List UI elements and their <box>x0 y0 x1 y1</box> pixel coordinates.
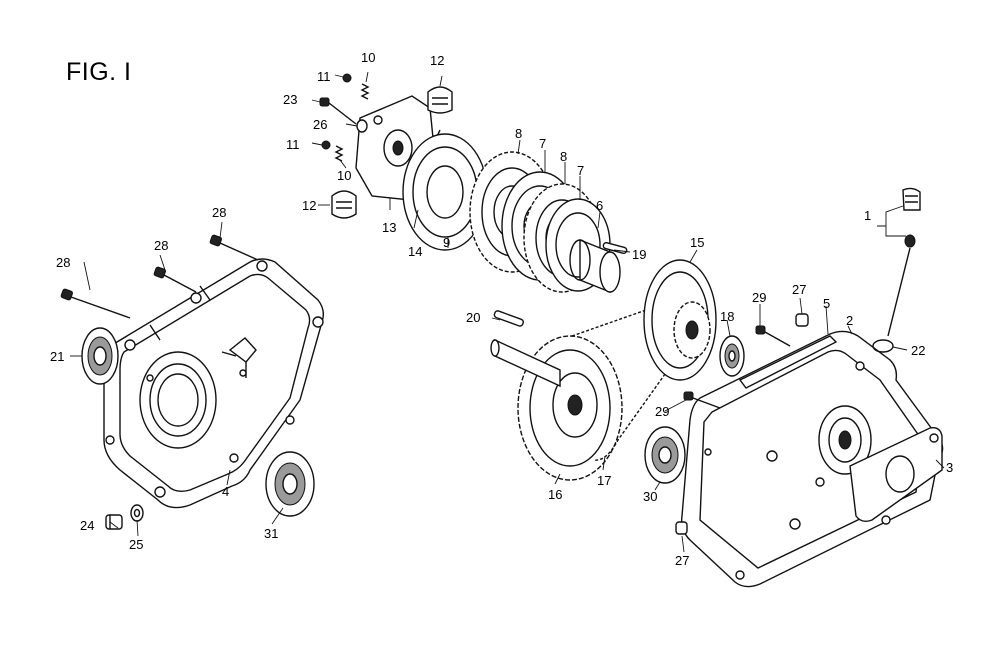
washer-26 <box>356 119 368 133</box>
callout-8b: 8 <box>560 149 568 164</box>
callout-1: 1 <box>864 208 872 223</box>
clutch-hub-6 <box>569 238 621 294</box>
spring-10-top <box>360 83 370 100</box>
callout-31: 31 <box>264 526 279 541</box>
callout-27a: 27 <box>792 282 807 297</box>
shaft-20 <box>490 338 561 388</box>
bolt-28-top <box>209 234 259 261</box>
seal-18 <box>719 335 745 377</box>
callout-23: 23 <box>283 92 298 107</box>
drain-bolt-24 <box>105 514 123 530</box>
bolt-28-left <box>60 288 131 319</box>
callout-14: 14 <box>408 244 423 259</box>
callout-27b: 27 <box>675 553 690 568</box>
callout-28a: 28 <box>56 255 71 270</box>
callout-6: 6 <box>596 198 604 213</box>
spring-10-bottom <box>334 145 344 162</box>
callout-12a: 12 <box>430 53 445 68</box>
callout-4: 4 <box>222 484 230 499</box>
callout-29b: 29 <box>655 404 670 419</box>
callout-20: 20 <box>466 310 481 325</box>
bolt-28-mid <box>153 266 197 293</box>
callout-24: 24 <box>80 518 95 533</box>
washer-25 <box>130 504 144 522</box>
callout-29a: 29 <box>752 290 767 305</box>
left-case-cover <box>103 258 325 509</box>
drum-15 <box>643 259 717 381</box>
callout-10b: 10 <box>337 168 352 183</box>
callout-25: 25 <box>129 537 144 552</box>
o-ring-22 <box>872 339 894 353</box>
bolt-29-mid <box>683 391 721 409</box>
callout-16: 16 <box>548 487 563 502</box>
callout-8a: 8 <box>515 126 523 141</box>
nut-11-top <box>342 73 352 83</box>
callout-30: 30 <box>643 489 658 504</box>
oil-seal-31 <box>265 451 315 517</box>
callout-28b: 28 <box>154 238 169 253</box>
callout-15: 15 <box>690 235 705 250</box>
figure-title: FIG. I <box>66 58 132 86</box>
callout-7b: 7 <box>577 163 585 178</box>
right-case-2 <box>680 330 944 588</box>
bearing-30 <box>644 426 686 484</box>
dipstick-1 <box>887 187 921 337</box>
dowel-27-top <box>795 313 809 327</box>
weight-12-top <box>427 86 453 114</box>
gasket-5 <box>738 335 838 389</box>
callout-5: 5 <box>823 296 831 311</box>
nut-11-bottom <box>321 140 331 150</box>
leader-lines <box>70 71 945 553</box>
callout-7a: 7 <box>539 136 547 151</box>
callout-11a: 11 <box>317 69 331 84</box>
callout-11b: 11 <box>286 137 300 152</box>
callout-22: 22 <box>911 343 926 358</box>
callout-3: 3 <box>946 460 954 475</box>
callout-18: 18 <box>720 309 735 324</box>
friction-disc-9 <box>402 133 488 251</box>
callout-19: 19 <box>632 247 647 262</box>
callout-21: 21 <box>50 349 65 364</box>
callout-17: 17 <box>597 473 612 488</box>
callout-9: 9 <box>443 235 451 250</box>
callout-12b: 12 <box>302 198 317 213</box>
bearing-21 <box>81 327 119 385</box>
callout-26: 26 <box>313 117 328 132</box>
bolt-29-top <box>755 325 791 347</box>
pin-20 <box>493 310 524 327</box>
cover-plate-3 <box>849 426 943 525</box>
callout-13: 13 <box>382 220 397 235</box>
callout-28c: 28 <box>212 205 227 220</box>
callout-2: 2 <box>846 313 854 328</box>
dowel-27-bottom <box>675 521 688 535</box>
weight-12-bottom <box>331 190 357 219</box>
callout-10a: 10 <box>361 50 376 65</box>
